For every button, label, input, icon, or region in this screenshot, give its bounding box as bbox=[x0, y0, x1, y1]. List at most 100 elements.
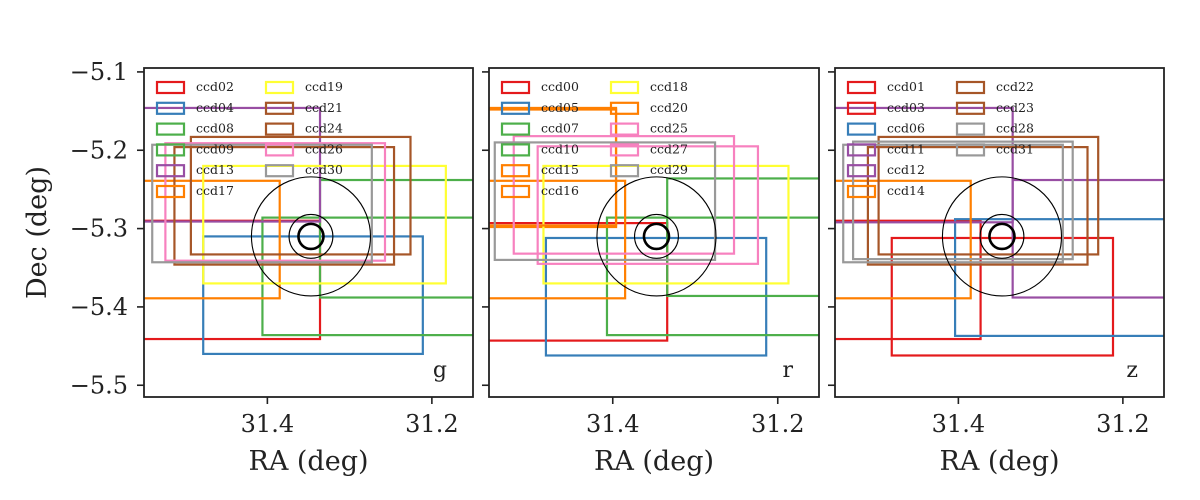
legend-label-ccd07: ccd07 bbox=[541, 121, 579, 136]
band-label-g: g bbox=[433, 358, 447, 383]
target-circle-3 bbox=[250, 176, 372, 297]
legend-label-ccd25: ccd25 bbox=[650, 121, 688, 136]
legend-swatch-ccd10 bbox=[500, 143, 531, 157]
target-circle-1 bbox=[297, 222, 325, 251]
footprint-ccd22 bbox=[866, 146, 1089, 266]
legend-swatch-ccd07 bbox=[500, 122, 531, 136]
legend-swatch-ccd00 bbox=[500, 80, 531, 95]
legend-label-ccd19: ccd19 bbox=[305, 79, 343, 94]
legend-label-ccd27: ccd27 bbox=[650, 141, 688, 156]
y-tick-label-2: −5.3 bbox=[70, 215, 128, 243]
legend-swatch-ccd01 bbox=[846, 80, 877, 95]
footprint-ccd00 bbox=[489, 222, 669, 342]
footprint-ccd17 bbox=[144, 179, 281, 300]
legend-label-ccd04: ccd04 bbox=[196, 100, 234, 115]
legend-label-ccd21: ccd21 bbox=[305, 100, 343, 115]
legend-swatch-ccd03 bbox=[846, 101, 877, 115]
footprint-ccd12 bbox=[1011, 178, 1164, 299]
legend-label-ccd14: ccd14 bbox=[887, 183, 925, 198]
footprint-ccd26 bbox=[164, 142, 387, 262]
footprint-ccd07 bbox=[605, 216, 819, 337]
legend-swatch-ccd13 bbox=[155, 164, 186, 178]
legend-label-ccd05: ccd05 bbox=[541, 100, 579, 115]
x-axis-label: RA (deg) bbox=[939, 446, 1059, 477]
footprint-ccd10 bbox=[666, 177, 819, 298]
legend-label-ccd02: ccd02 bbox=[196, 79, 234, 94]
legend-z: ccd01ccd03ccd06ccd11ccd12ccd14ccd22ccd23… bbox=[846, 79, 1034, 199]
legend-label-ccd13: ccd13 bbox=[196, 162, 234, 177]
footprint-ccd27 bbox=[512, 135, 736, 255]
footprint-ccd08 bbox=[261, 216, 473, 337]
legend-swatch-ccd09 bbox=[155, 143, 186, 157]
legend-swatch-ccd15 bbox=[500, 164, 531, 178]
footprint-ccd21 bbox=[173, 146, 396, 266]
footprint-ccd14 bbox=[835, 179, 972, 300]
x-tick-label-31.2: 31.2 bbox=[405, 410, 458, 438]
legend-label-ccd26: ccd26 bbox=[305, 141, 343, 156]
target-circle-3 bbox=[941, 176, 1063, 297]
legend-label-ccd18: ccd18 bbox=[650, 79, 688, 94]
y-tick-label-0: −5.1 bbox=[70, 58, 128, 86]
legend-swatch-ccd23 bbox=[955, 101, 986, 115]
legend-label-ccd09: ccd09 bbox=[196, 141, 234, 156]
plot-area-g bbox=[144, 106, 473, 356]
legend-label-ccd22: ccd22 bbox=[996, 79, 1034, 94]
target-circle-3 bbox=[596, 176, 717, 297]
footprint-ccd25 bbox=[536, 145, 760, 265]
axes-frame-z bbox=[834, 67, 1165, 398]
legend-label-ccd17: ccd17 bbox=[196, 183, 234, 198]
legend-swatch-ccd08 bbox=[155, 122, 186, 136]
plot-area-r bbox=[489, 106, 819, 357]
legend-label-ccd24: ccd24 bbox=[305, 121, 343, 136]
band-label-r: r bbox=[782, 358, 793, 383]
y-tick-label-4: −5.5 bbox=[70, 371, 128, 399]
legend-swatch-ccd11 bbox=[846, 143, 877, 157]
x-tick-label-31.2: 31.2 bbox=[1096, 410, 1149, 438]
footprint-ccd19 bbox=[202, 164, 447, 285]
target-circle-1 bbox=[642, 222, 671, 251]
target-circle-2 bbox=[288, 213, 334, 259]
y-axis-label: Dec (deg) bbox=[22, 166, 53, 299]
footprint-ccd01 bbox=[835, 219, 982, 341]
legend-swatch-ccd12 bbox=[846, 164, 877, 178]
legend-label-ccd23: ccd23 bbox=[996, 100, 1034, 115]
legend-label-ccd08: ccd08 bbox=[196, 121, 234, 136]
y-tick-label-1: −5.2 bbox=[70, 136, 128, 164]
legend-swatch-ccd27 bbox=[609, 143, 640, 157]
legend-label-ccd20: ccd20 bbox=[650, 100, 688, 115]
legend-swatch-ccd26 bbox=[264, 143, 295, 157]
target-circle-2 bbox=[633, 213, 679, 259]
legend-label-ccd03: ccd03 bbox=[887, 100, 925, 115]
x-tick-label-31.4: 31.4 bbox=[241, 410, 294, 438]
legend-label-ccd16: ccd16 bbox=[541, 183, 579, 198]
x-tick-label-31.2: 31.2 bbox=[751, 410, 804, 438]
footprint-ccd31 bbox=[851, 140, 1074, 261]
legend-label-ccd12: ccd12 bbox=[887, 162, 925, 177]
x-axis-label: RA (deg) bbox=[594, 446, 714, 477]
legend-label-ccd29: ccd29 bbox=[650, 162, 688, 177]
legend-swatch-ccd21 bbox=[264, 101, 295, 115]
x-axis-label: RA (deg) bbox=[248, 446, 368, 477]
footprint-ccd09 bbox=[318, 178, 473, 299]
target-circle-2 bbox=[979, 213, 1025, 259]
legend-swatch-ccd04 bbox=[155, 101, 186, 115]
legend-swatch-ccd20 bbox=[609, 101, 640, 115]
legend-swatch-ccd02 bbox=[155, 80, 186, 95]
legend-g: ccd02 ccd04 ccd08 ccd09 ccd13 ccd17 ccd19 ccd21… bbox=[155, 79, 343, 199]
legend-label-ccd28: ccd28 bbox=[996, 121, 1034, 136]
legend-swatch-ccd24 bbox=[264, 122, 295, 136]
axes-frame-r bbox=[488, 67, 820, 398]
legend-swatch-ccd14 bbox=[846, 184, 877, 199]
x-tick-label-31.4: 31.4 bbox=[586, 410, 639, 438]
legend-swatch-ccd29 bbox=[609, 164, 640, 178]
plot-area-z bbox=[835, 106, 1164, 357]
legend-swatch-ccd30 bbox=[264, 164, 295, 178]
legend-swatch-ccd06 bbox=[846, 122, 877, 136]
legend-swatch-ccd17 bbox=[155, 184, 186, 199]
legend-label-ccd00: ccd00 bbox=[541, 79, 579, 94]
legend-label-ccd31: ccd31 bbox=[996, 141, 1034, 156]
legend-swatch-ccd16 bbox=[500, 184, 531, 199]
